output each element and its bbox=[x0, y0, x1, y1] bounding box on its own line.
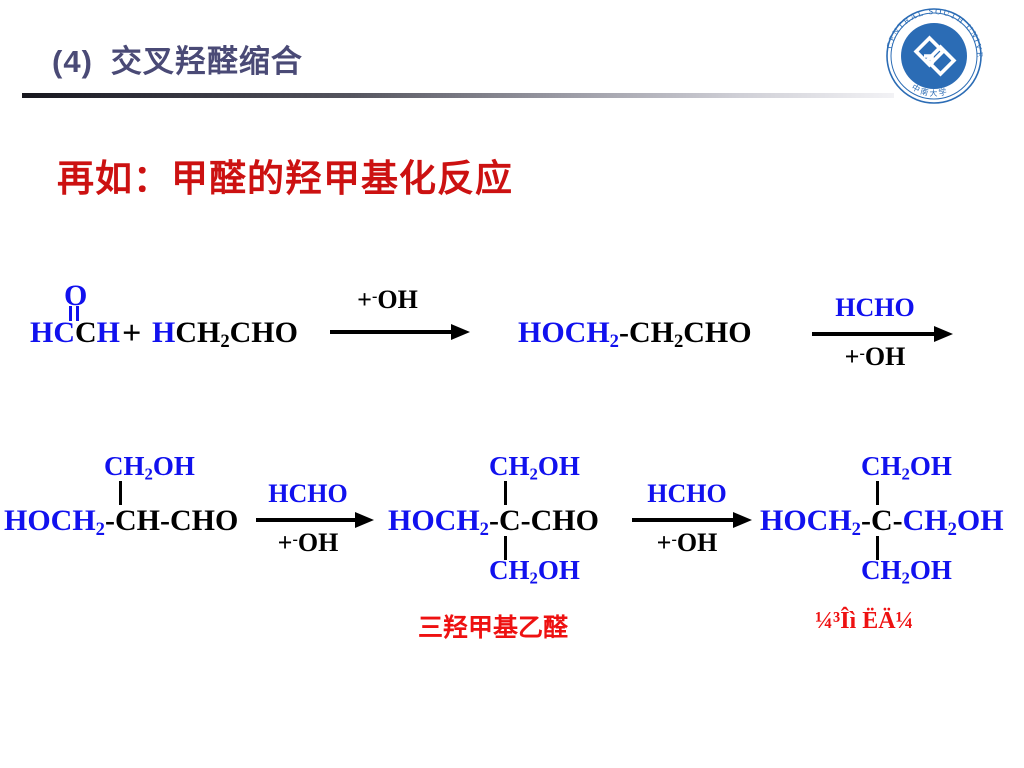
struct-3-main: HOCH2-C-CH2OH bbox=[760, 506, 1004, 540]
subtitle: 再如：甲醛的羟甲基化反应 bbox=[57, 158, 513, 199]
struct-2-branch-top: CH2OH bbox=[489, 451, 580, 484]
page-title: (4) 交叉羟醛缩合 bbox=[52, 36, 303, 81]
arrow-4-label-below: +-OH bbox=[656, 528, 718, 557]
arrow-3-label-below: +-OH bbox=[277, 528, 339, 557]
page-title-number: (4) bbox=[52, 44, 93, 79]
struct-3-black-center: -C- bbox=[860, 504, 903, 537]
carbonyl-oxygen-label: O bbox=[64, 279, 88, 312]
plus-sign-1: + bbox=[122, 315, 142, 352]
slide-header: (4) 交叉羟醛缩合 CENTRAL SOUTH UNIVERSITY 中南大学 bbox=[0, 0, 1024, 110]
product-3-hydroxypropanal: HOCH2-CH2CHO bbox=[518, 318, 752, 352]
struct-3-bond-top bbox=[876, 481, 879, 505]
double-bond-co bbox=[69, 306, 80, 321]
struct-3-branch-bottom: CH2OH bbox=[861, 555, 952, 588]
struct-1-branch-top: CH2OH bbox=[104, 451, 195, 484]
struct-2-bond-top bbox=[504, 481, 507, 505]
struct-3-blue-right: CH2OH bbox=[902, 504, 1004, 541]
arrow-4-label-above: HCHO bbox=[647, 479, 727, 508]
reactant-acetaldehyde-rest: CH2CHO bbox=[175, 316, 298, 353]
arrow-3-label-above: HCHO bbox=[268, 479, 348, 508]
reactant-formaldehyde-right: H bbox=[96, 316, 121, 349]
reactant-formaldehyde-left: HC bbox=[30, 316, 75, 349]
struct-2-bond-bottom bbox=[504, 536, 507, 560]
struct-2-blue: HOCH2 bbox=[388, 504, 489, 541]
caption-trimethylol-acetaldehyde: 三羟甲基乙醛 bbox=[418, 614, 569, 642]
product-1-blue: HOCH2 bbox=[518, 316, 619, 353]
reactant-acetaldehyde-h: H bbox=[152, 316, 176, 349]
struct-1-bond-top bbox=[119, 481, 122, 505]
struct-2-branch-bottom: CH2OH bbox=[489, 555, 580, 588]
struct-2-black: -C-CHO bbox=[488, 504, 599, 537]
central-south-university-seal-icon: CENTRAL SOUTH UNIVERSITY 中南大学 bbox=[874, 0, 990, 106]
struct-3-blue-left: HOCH2 bbox=[760, 504, 861, 541]
reactant-formaldehyde: HCCH bbox=[30, 318, 120, 348]
reactant-acetaldehyde: HCH2CHO bbox=[152, 318, 298, 352]
struct-3-bond-bottom bbox=[876, 536, 879, 560]
divider bbox=[22, 93, 894, 98]
reactant-formaldehyde-center: C bbox=[75, 316, 97, 349]
struct-1-blue: HOCH2 bbox=[4, 504, 105, 541]
product-1-black: -CH2CHO bbox=[618, 316, 752, 353]
struct-1-main: HOCH2-CH-CHO bbox=[4, 506, 238, 540]
struct-1-black: -CH-CHO bbox=[104, 504, 239, 537]
arrow-2-label-above: HCHO bbox=[835, 293, 915, 322]
caption-pentaerythritol-garbled: ¼³Îì ËÄ¼ bbox=[815, 608, 914, 634]
arrow-1-label-above: +-OH bbox=[357, 285, 418, 314]
struct-3-branch-top: CH2OH bbox=[861, 451, 952, 484]
struct-2-main: HOCH2-C-CHO bbox=[388, 506, 599, 540]
arrow-2-label-below: +-OH bbox=[844, 342, 906, 371]
page-title-text: 交叉羟醛缩合 bbox=[110, 44, 303, 79]
